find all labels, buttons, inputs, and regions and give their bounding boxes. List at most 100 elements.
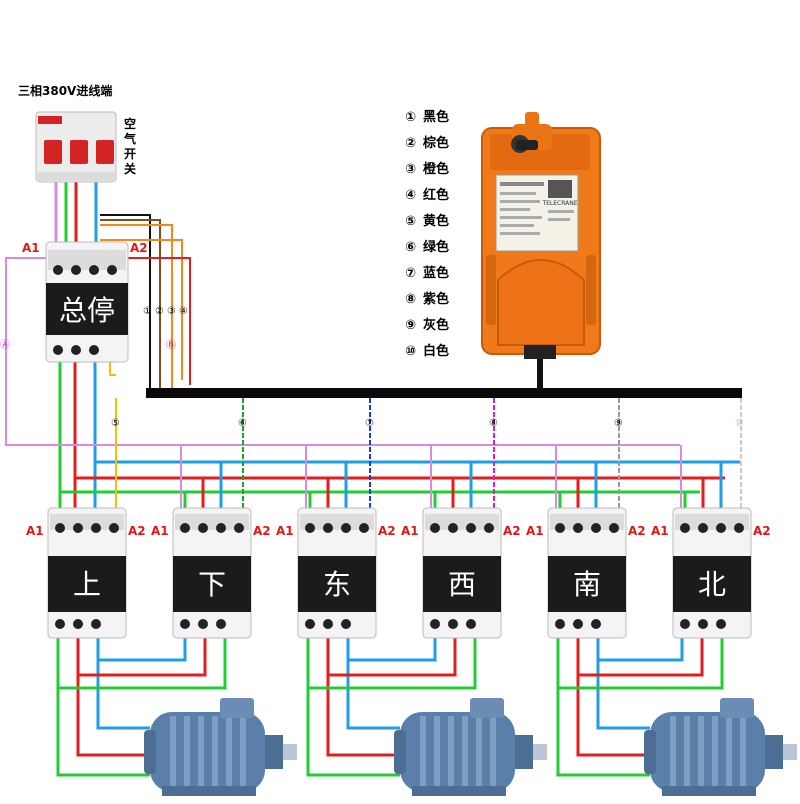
legend-text-6: 绿色 [423,239,449,255]
signal-bus [146,388,742,398]
main-contactor [45,241,129,363]
contactor-panel-3 [298,556,376,612]
drop-marker-10: ⑩ [735,418,744,429]
breaker-label-4: 关 [124,161,136,176]
drop-marker-8: ⑧ [489,418,498,429]
wire-m1-cross-b [78,630,207,677]
contactor-panel-1 [48,556,126,612]
legend-item-4: ④ [405,188,416,203]
contactor-panel-5 [548,556,626,612]
main-contactor-label: 总停 [59,294,115,327]
wire-m2-cross-b [328,630,457,677]
breaker-handle-1[interactable] [44,140,62,164]
wire-brown-bundle [100,219,161,395]
motor-terminal-box-1 [220,698,254,718]
power-input-label: 三相380V进线端 [18,83,112,98]
contactor-panel-6 [673,556,751,612]
motor-body-2 [400,712,515,792]
contactor-5: 南 A1 A2 [526,507,646,639]
drop-marker-6: ⑥ [238,418,247,429]
breaker-handle-3[interactable] [96,140,114,164]
motor-terminal-box-3 [720,698,754,718]
wire-m2-red [326,630,400,757]
air-breaker [35,111,117,183]
wire-m2-cross-c [348,630,437,662]
contactor-label-2: 下 [198,568,226,601]
wire-orange-bundle [100,224,173,395]
wires [5,180,742,777]
marker-b-circle: Ⓑ [166,339,176,351]
drop-marker-5: ⑤ [111,418,120,429]
legend-item-10: ⑩ [405,344,416,359]
legend-text-4: 红色 [423,187,449,203]
wire-m1-blue [96,630,150,730]
contactor-a1-4: A1 [401,524,419,538]
motor-shaft-2 [533,744,547,760]
contactor-label-5: 南 [573,568,601,601]
legend-text-8: 紫色 [423,291,449,307]
contactor-a2-3: A2 [378,524,396,538]
contactor-a2-4: A2 [503,524,521,538]
contactor-a2-1: A2 [128,524,146,538]
contactor-a1-1: A1 [26,524,44,538]
legend-text-9: 灰色 [423,317,449,333]
drop-marker-9: ⑨ [614,418,623,429]
contactor-a1-3: A1 [276,524,294,538]
legend-item-1: ① [405,110,416,125]
legend-item-7: ⑦ [405,266,416,281]
wire-m3-red [576,630,650,757]
motor-2 [394,698,547,796]
contactor-a2-2: A2 [253,524,271,538]
wire-m1-cross-a [58,630,227,690]
motor-terminal-box-2 [470,698,504,718]
contactor-a2-5: A2 [628,524,646,538]
wire-orange-b [100,239,183,380]
legend-text-2: 棕色 [422,135,449,151]
wire-m2-green [306,630,400,777]
legend-item-5: ⑤ [405,214,416,229]
remote-button-cover[interactable] [497,259,585,346]
legend-text-7: 蓝色 [423,265,449,281]
wire-m3-blue [596,630,650,730]
wire-m3-cross-a [558,630,724,690]
contactor-panel-2 [173,556,251,612]
breaker-handle-2[interactable] [70,140,88,164]
motor-shaft-1 [283,744,297,760]
main-contactor-a2: A2 [130,241,148,255]
contactor-a2-6: A2 [753,524,771,538]
legend-item-9: ⑨ [405,318,416,333]
wire-m1-green [56,630,150,777]
breaker-label-1: 空 [124,116,136,131]
bundle-marker-4: ④ [179,306,188,317]
wire-purple-a-loop [5,257,54,446]
bundle-marker-3: ③ [167,306,176,317]
contactor-a1-5: A1 [526,524,544,538]
bundle-marker-2: ② [155,306,164,317]
drop-marker-7: ⑦ [365,418,374,429]
wire-m1-cross-c [98,630,187,662]
wire-black-bundle [100,214,151,395]
contactor-panel-4 [423,556,501,612]
remote-brand: TELECRANE [541,200,577,207]
breaker-label-3: 开 [124,147,136,161]
main-contactor-panel [46,283,128,335]
motor-body-3 [650,712,765,792]
legend-text-10: 白色 [423,343,449,359]
motor-3 [644,698,797,796]
legend-text-3: 橙色 [423,161,449,177]
legend-text-1: 黑色 [423,109,449,125]
breaker-label-2: 气 [123,131,136,146]
legend-item-2: ② [405,136,416,151]
breaker-brand-plate [38,116,62,124]
motors [144,698,797,796]
wire-m1-red [76,630,150,757]
motor-body-1 [150,712,265,792]
wire-m2-cross-a [308,630,477,690]
wire-m3-cross-b [578,630,704,677]
